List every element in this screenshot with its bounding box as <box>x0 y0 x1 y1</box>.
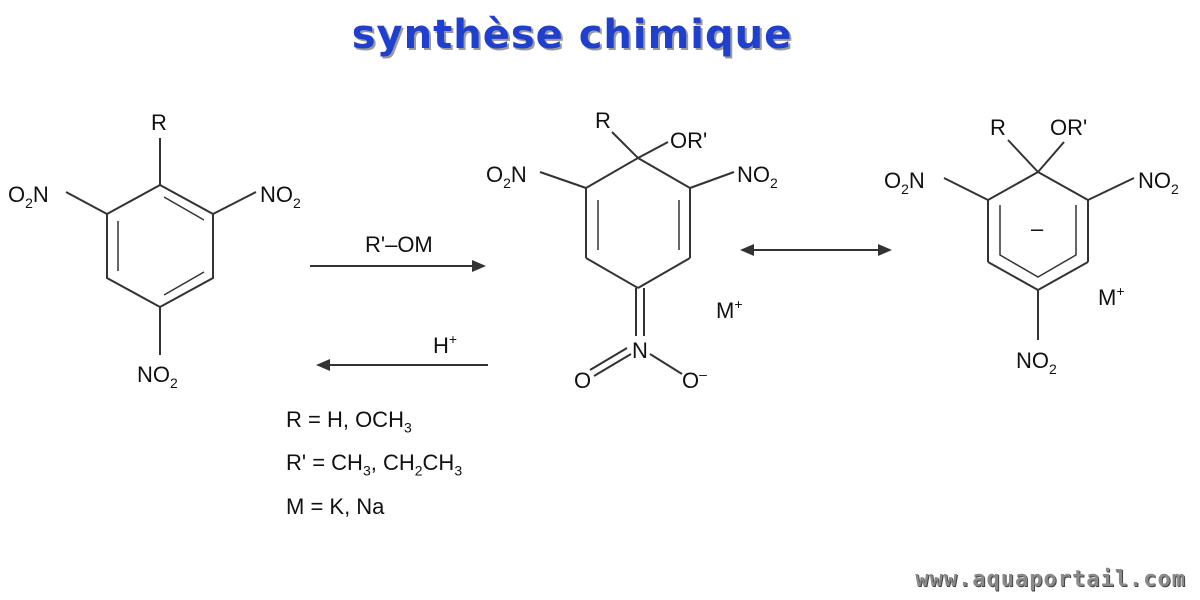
mol3-r-label: R <box>990 115 1006 140</box>
molecule-2-bonds <box>539 131 735 377</box>
mol3-or-label: OR' <box>1050 115 1087 140</box>
mol2-n-label: N <box>632 338 648 363</box>
legend-line-m: M = K, Na <box>286 493 385 519</box>
reverse-reagent: H+ <box>433 331 457 358</box>
mol2-or-label: OR' <box>670 128 707 153</box>
mol1-right-no2: NO2 <box>260 182 301 211</box>
legend-line-r: R = H, OCH3 <box>286 407 412 436</box>
mol1-left-no2: O2N <box>8 182 49 211</box>
legend: R = H, OCH3 R' = CH3, CH2CH3 M = K, Na <box>286 402 462 525</box>
page-title: synthèse chimique <box>351 12 793 58</box>
mol2-o-left: O <box>574 368 591 393</box>
molecule-3-bonds <box>943 139 1135 340</box>
mol3-bottom-no2: NO2 <box>1016 348 1057 377</box>
mol2-counterion: M+ <box>716 296 743 323</box>
forward-reagent: R'–OM <box>365 232 433 257</box>
legend-line-r-prime: R' = CH3, CH2CH3 <box>286 450 463 479</box>
mol2-right-no2: NO2 <box>737 162 778 191</box>
mol2-left-no2: O2N <box>486 162 527 191</box>
mol1-bottom-no2: NO2 <box>137 362 178 391</box>
mol3-counterion: M+ <box>1098 283 1125 310</box>
watermark: www.aquaportail.com <box>915 567 1186 592</box>
mol2-r-label: R <box>595 108 611 133</box>
mol1-r-label: R <box>151 110 167 135</box>
mol3-ring-charge: – <box>1031 216 1044 241</box>
molecule-1-bonds <box>65 138 257 355</box>
mol3-left-no2: O2N <box>884 168 925 197</box>
mol3-right-no2: NO2 <box>1138 168 1179 197</box>
mol2-o-right: O– <box>682 366 707 393</box>
